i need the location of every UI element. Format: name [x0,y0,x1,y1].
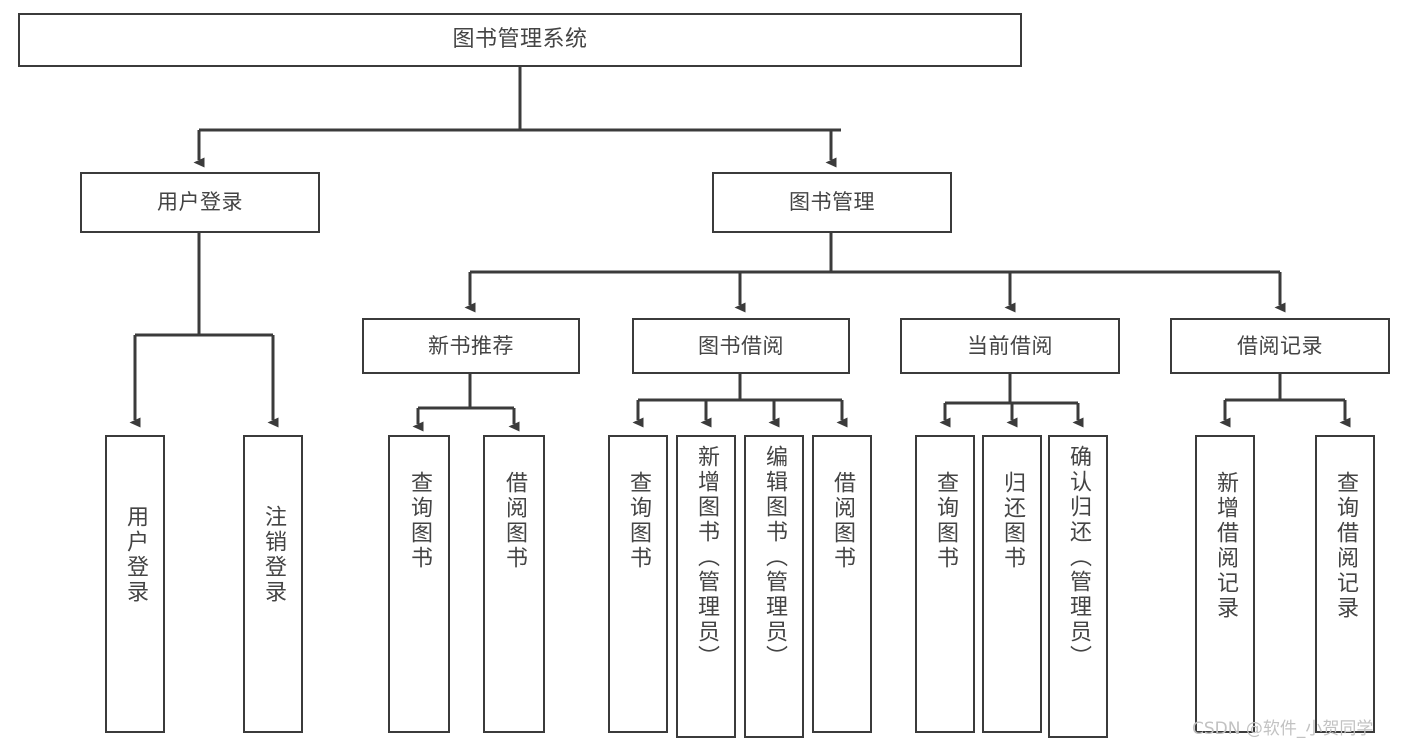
leaf-query-book-borrow-label: 查询图书 [626,471,651,571]
node-current-borrow[interactable]: 当前借阅 [900,318,1120,374]
leaf-add-book[interactable]: 新增图书（管理员） [676,435,736,738]
node-book-borrow-label: 图书借阅 [698,333,784,358]
leaf-return-book[interactable]: 归还图书 [982,435,1042,733]
leaf-query-book-current[interactable]: 查询图书 [915,435,975,733]
node-borrow-record[interactable]: 借阅记录 [1170,318,1390,374]
node-book-manage[interactable]: 图书管理 [712,172,952,233]
node-borrow-record-label: 借阅记录 [1237,333,1323,358]
node-root[interactable]: 图书管理系统 [18,13,1022,67]
leaf-add-borrow-record-label: 新增借阅记录 [1213,471,1238,621]
leaf-borrow-book-recommend[interactable]: 借阅图书 [483,435,545,733]
leaf-return-book-label: 归还图书 [1000,471,1025,571]
watermark: CSDN @软件_小贺同学 [1192,719,1374,739]
node-book-borrow[interactable]: 图书借阅 [632,318,850,374]
leaf-query-borrow-record[interactable]: 查询借阅记录 [1315,435,1375,733]
leaf-logout-label: 注销登录 [261,505,286,605]
node-new-book-recommend[interactable]: 新书推荐 [362,318,580,374]
leaf-borrow-book[interactable]: 借阅图书 [812,435,872,733]
leaf-user-login-label: 用户登录 [123,505,148,605]
node-user-login[interactable]: 用户登录 [80,172,320,233]
leaf-borrow-book-recommend-label: 借阅图书 [502,471,527,571]
leaf-logout[interactable]: 注销登录 [243,435,303,733]
node-current-borrow-label: 当前借阅 [967,333,1053,358]
leaf-confirm-return[interactable]: 确认归还（管理员） [1048,435,1108,738]
leaf-query-book-current-label: 查询图书 [933,471,958,571]
leaf-add-book-label: 新增图书（管理员） [694,445,719,670]
leaf-query-book-borrow[interactable]: 查询图书 [608,435,668,733]
leaf-edit-book-label: 编辑图书（管理员） [762,445,787,670]
leaf-borrow-book-label: 借阅图书 [830,471,855,571]
node-book-manage-label: 图书管理 [789,190,875,215]
leaf-user-login[interactable]: 用户登录 [105,435,165,733]
leaf-query-borrow-record-label: 查询借阅记录 [1333,471,1358,621]
node-user-login-label: 用户登录 [157,190,243,215]
leaf-query-book-recommend-label: 查询图书 [407,471,432,571]
node-new-book-recommend-label: 新书推荐 [428,333,514,358]
leaf-add-borrow-record[interactable]: 新增借阅记录 [1195,435,1255,733]
leaf-query-book-recommend[interactable]: 查询图书 [388,435,450,733]
leaf-edit-book[interactable]: 编辑图书（管理员） [744,435,804,738]
leaf-confirm-return-label: 确认归还（管理员） [1066,445,1091,670]
node-root-label: 图书管理系统 [452,27,588,53]
